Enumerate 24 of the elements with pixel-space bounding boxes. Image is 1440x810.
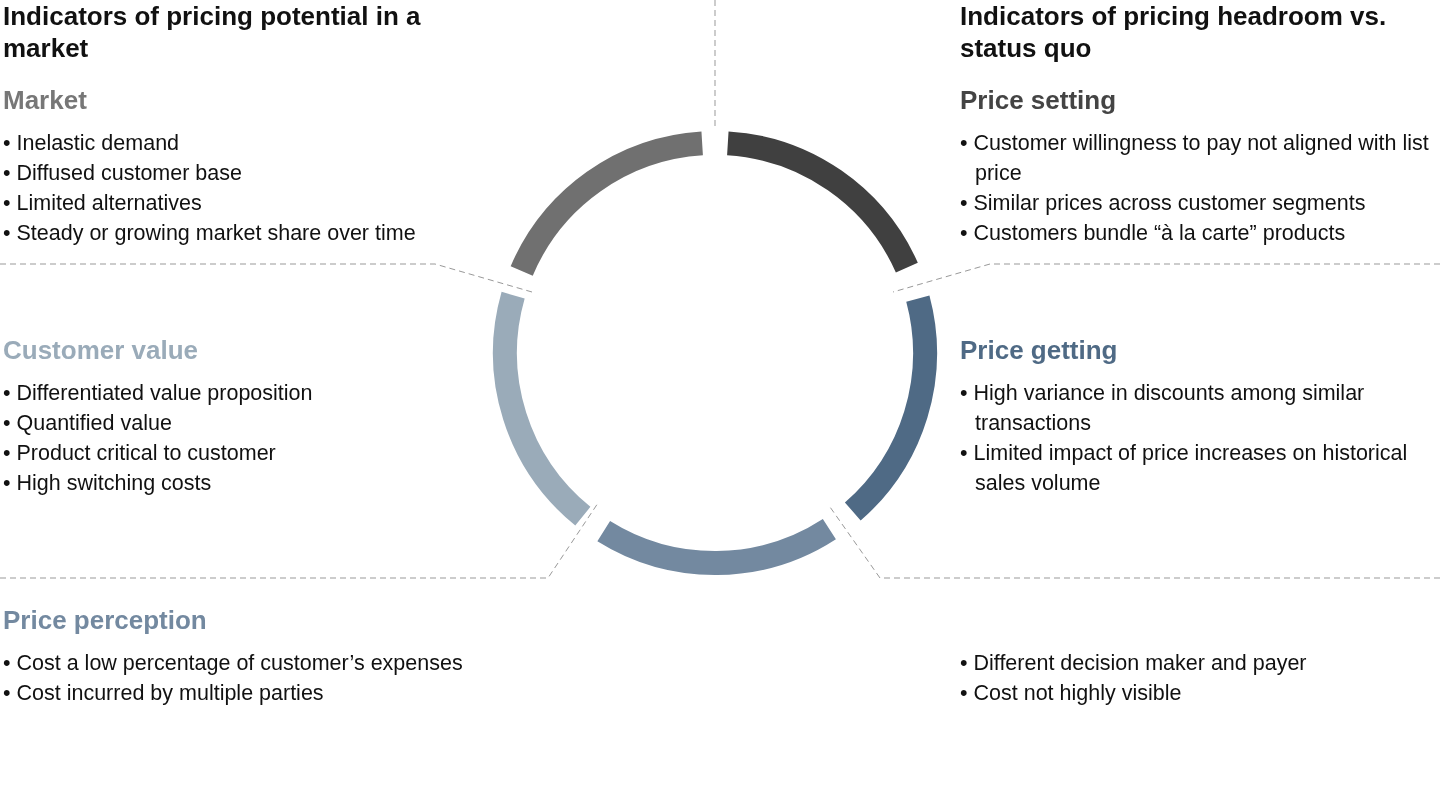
category-heading: Price getting	[960, 334, 1119, 366]
section-title: Indicators of pricing headroom vs. status quo	[960, 0, 1388, 64]
bullet-point: • Cost a low percentage of customer’s expenses	[3, 650, 464, 677]
category-heading: Price setting	[960, 84, 1118, 116]
bullet-point: • High variance in discounts among similar transactions	[960, 380, 1366, 437]
bullet-point: • Different decision maker and payer	[960, 650, 1308, 677]
bullet-point: • Cost not highly visible	[960, 680, 1183, 707]
bullet-point: • High switching costs	[3, 470, 213, 497]
bullet-point: • Similar prices across customer segments	[960, 190, 1367, 217]
category-heading: Price perception	[3, 604, 208, 636]
bullet-point: • Customers bundle “à la carte” products	[960, 220, 1347, 247]
category-heading: Customer value	[3, 334, 200, 366]
category-heading: Market	[3, 84, 88, 116]
bullet-point: • Steady or growing market share over time	[3, 220, 417, 247]
section-title: Indicators of pricing potential in a market	[3, 0, 422, 64]
bullet-point: • Product critical to customer	[3, 440, 277, 467]
bullet-point: • Limited alternatives	[3, 190, 203, 217]
bullet-point: • Quantified value	[3, 410, 173, 437]
bullet-point: • Diffused customer base	[3, 160, 243, 187]
bullet-point: • Customer willingness to pay not aligned with list price	[960, 130, 1430, 187]
bullet-point: • Inelastic demand	[3, 130, 181, 157]
bullet-point: • Limited impact of price increases on historical sales volume	[960, 440, 1409, 497]
bullet-point: • Differentiated value proposition	[3, 380, 314, 407]
bullet-point: • Cost incurred by multiple parties	[3, 680, 325, 707]
